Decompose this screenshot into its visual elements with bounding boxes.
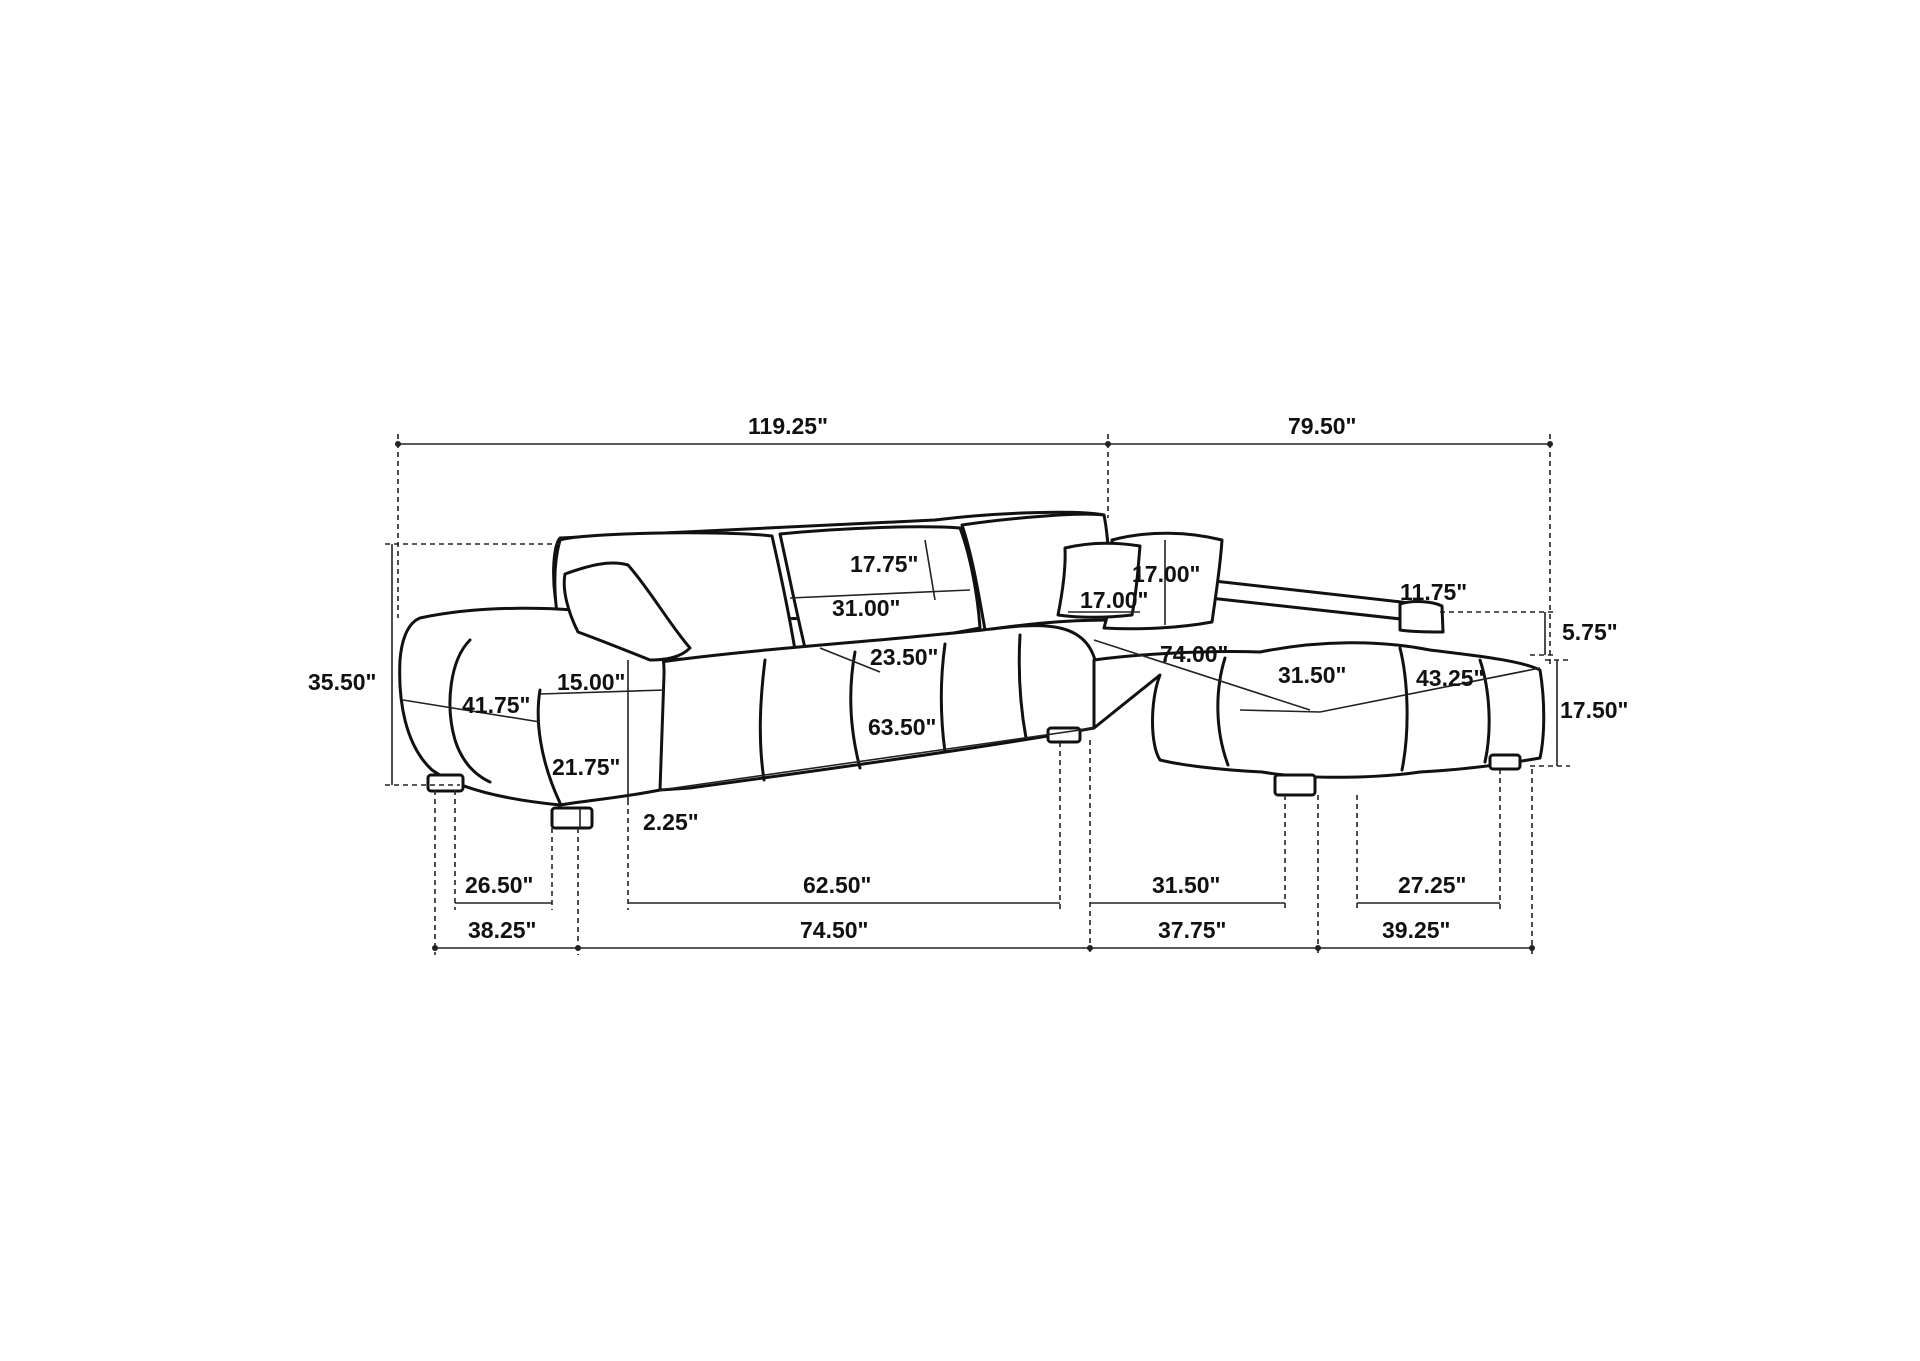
label-segment-4: 39.25" xyxy=(1382,917,1450,943)
label-arm-height: 21.75" xyxy=(552,754,620,780)
label-arm-depth: 41.75" xyxy=(462,692,530,718)
seat-seam-1 xyxy=(758,658,767,782)
leg-chaise-front xyxy=(1273,773,1317,797)
dimension-labels: 119.25" 79.50" 35.50" 41.75" 15.00" 21.7… xyxy=(308,413,1628,943)
tick-b-5 xyxy=(1529,945,1535,951)
tick-top-2 xyxy=(1105,441,1111,447)
measure-seat-width xyxy=(659,727,1095,791)
left-arm-front-line xyxy=(536,688,562,805)
left-throw-pillow xyxy=(562,561,692,662)
label-segment-2: 74.50" xyxy=(800,917,868,943)
back-cushion-middle xyxy=(778,525,982,650)
tick-b-4 xyxy=(1315,945,1321,951)
label-back-width: 11.75" xyxy=(1400,579,1467,605)
measure-cushion-height xyxy=(924,539,936,601)
label-pillow-small: 17.00" xyxy=(1080,587,1148,613)
label-pillow-large: 17.00" xyxy=(1132,561,1200,587)
sofa-drawing xyxy=(398,510,1546,830)
label-segment-3: 37.75" xyxy=(1158,917,1226,943)
chaise-seam-1 xyxy=(1216,656,1230,767)
seat-seam-4 xyxy=(1017,633,1028,740)
measure-arm-depth xyxy=(402,699,541,723)
label-seat-height: 17.50" xyxy=(1560,697,1628,723)
label-leg-span-middle: 62.50" xyxy=(803,872,871,898)
label-segment-1: 38.25" xyxy=(468,917,536,943)
measure-chaise-seat-width xyxy=(1239,709,1321,713)
measure-seat-depth xyxy=(819,647,881,673)
chaise-back-rail xyxy=(1203,578,1412,622)
measure-cushion-width xyxy=(789,589,971,599)
tick-top-1 xyxy=(395,441,401,447)
chaise-seam-3 xyxy=(1478,658,1491,764)
left-seat-base xyxy=(658,624,1097,792)
seat-seam-2 xyxy=(849,650,862,770)
leg-back-left xyxy=(426,773,465,793)
leg-chaise-right xyxy=(1488,753,1522,771)
tick-b-3 xyxy=(1087,945,1093,951)
internal-measure-lines xyxy=(402,539,1541,828)
label-leg-height: 2.25" xyxy=(643,809,699,835)
left-arm-inner-line xyxy=(448,638,492,784)
label-chaise-seat-width: 31.50" xyxy=(1278,662,1346,688)
label-height-left: 35.50" xyxy=(308,669,376,695)
label-leg-span-right-b: 27.25" xyxy=(1398,872,1466,898)
measure-chaise-length xyxy=(1093,639,1311,711)
measure-arm-width xyxy=(539,689,666,695)
dimension-lines xyxy=(385,434,1570,955)
pillow-small xyxy=(1056,541,1142,619)
label-seat-depth: 23.50" xyxy=(870,644,938,670)
label-seat-width: 63.50" xyxy=(868,714,936,740)
seat-seam-3 xyxy=(939,642,947,754)
chaise-seam-2 xyxy=(1398,646,1409,772)
label-arm-width: 15.00" xyxy=(557,669,625,695)
label-overall-left: 119.25" xyxy=(748,413,828,439)
tick-b-1 xyxy=(432,945,438,951)
label-leg-span-right-a: 31.50" xyxy=(1152,872,1220,898)
label-back-height: 5.75" xyxy=(1562,619,1618,645)
chaise-back-cap xyxy=(1398,600,1445,634)
label-overall-right: 79.50" xyxy=(1288,413,1356,439)
label-chaise-depth: 43.25" xyxy=(1416,665,1484,691)
label-leg-span-left: 26.50" xyxy=(465,872,533,898)
leg-front-left xyxy=(550,806,594,830)
measure-chaise-depth xyxy=(1319,667,1541,713)
label-cushion-width: 31.00" xyxy=(832,595,900,621)
label-cushion-height: 17.75" xyxy=(850,551,918,577)
tick-b-2 xyxy=(575,945,581,951)
tick-top-3 xyxy=(1547,441,1553,447)
label-chaise-length: 74.00" xyxy=(1160,641,1228,667)
